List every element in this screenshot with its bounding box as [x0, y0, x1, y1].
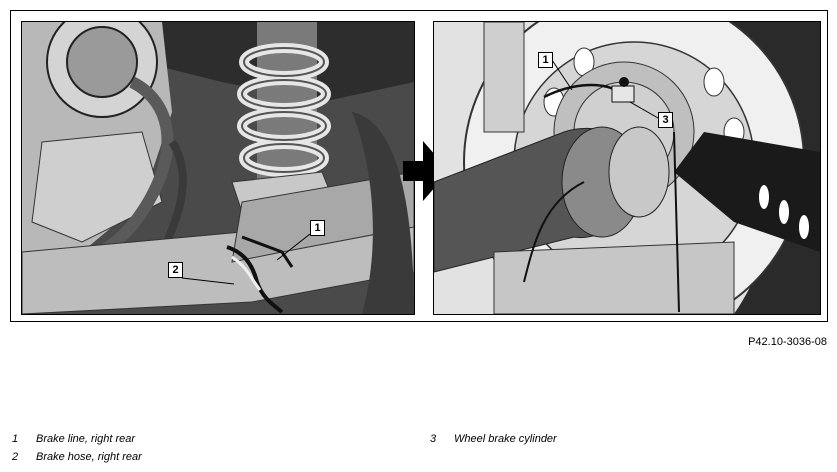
- callout-3-right: 3: [658, 112, 673, 128]
- right-illustration-panel: 1 3: [433, 21, 821, 315]
- callout-1-right: 1: [538, 52, 553, 68]
- left-illustration-panel: 1 2: [21, 21, 415, 315]
- legend-number: 1: [12, 433, 19, 445]
- legend-number: 3: [430, 433, 437, 445]
- callout-2-left: 2: [168, 262, 183, 278]
- legend-item-3: 3 Wheel brake cylinder: [430, 433, 810, 447]
- legend-text: Brake hose, right rear: [36, 451, 142, 463]
- figure-id: P42.10-3036-08: [748, 336, 827, 348]
- legend-text: Brake line, right rear: [36, 433, 136, 445]
- legend-item-2: 2 Brake hose, right rear: [12, 451, 392, 465]
- legend-number: 2: [12, 451, 19, 463]
- rear-suspension-illustration: [22, 22, 414, 314]
- wheel-brake-illustration: [434, 22, 820, 314]
- callout-1-left: 1: [310, 220, 325, 236]
- figure-frame: 1 2: [10, 10, 828, 322]
- legend-item-1: 1 Brake line, right rear: [12, 433, 392, 447]
- legend-text: Wheel brake cylinder: [454, 433, 557, 445]
- right-arrow-icon: [403, 141, 449, 201]
